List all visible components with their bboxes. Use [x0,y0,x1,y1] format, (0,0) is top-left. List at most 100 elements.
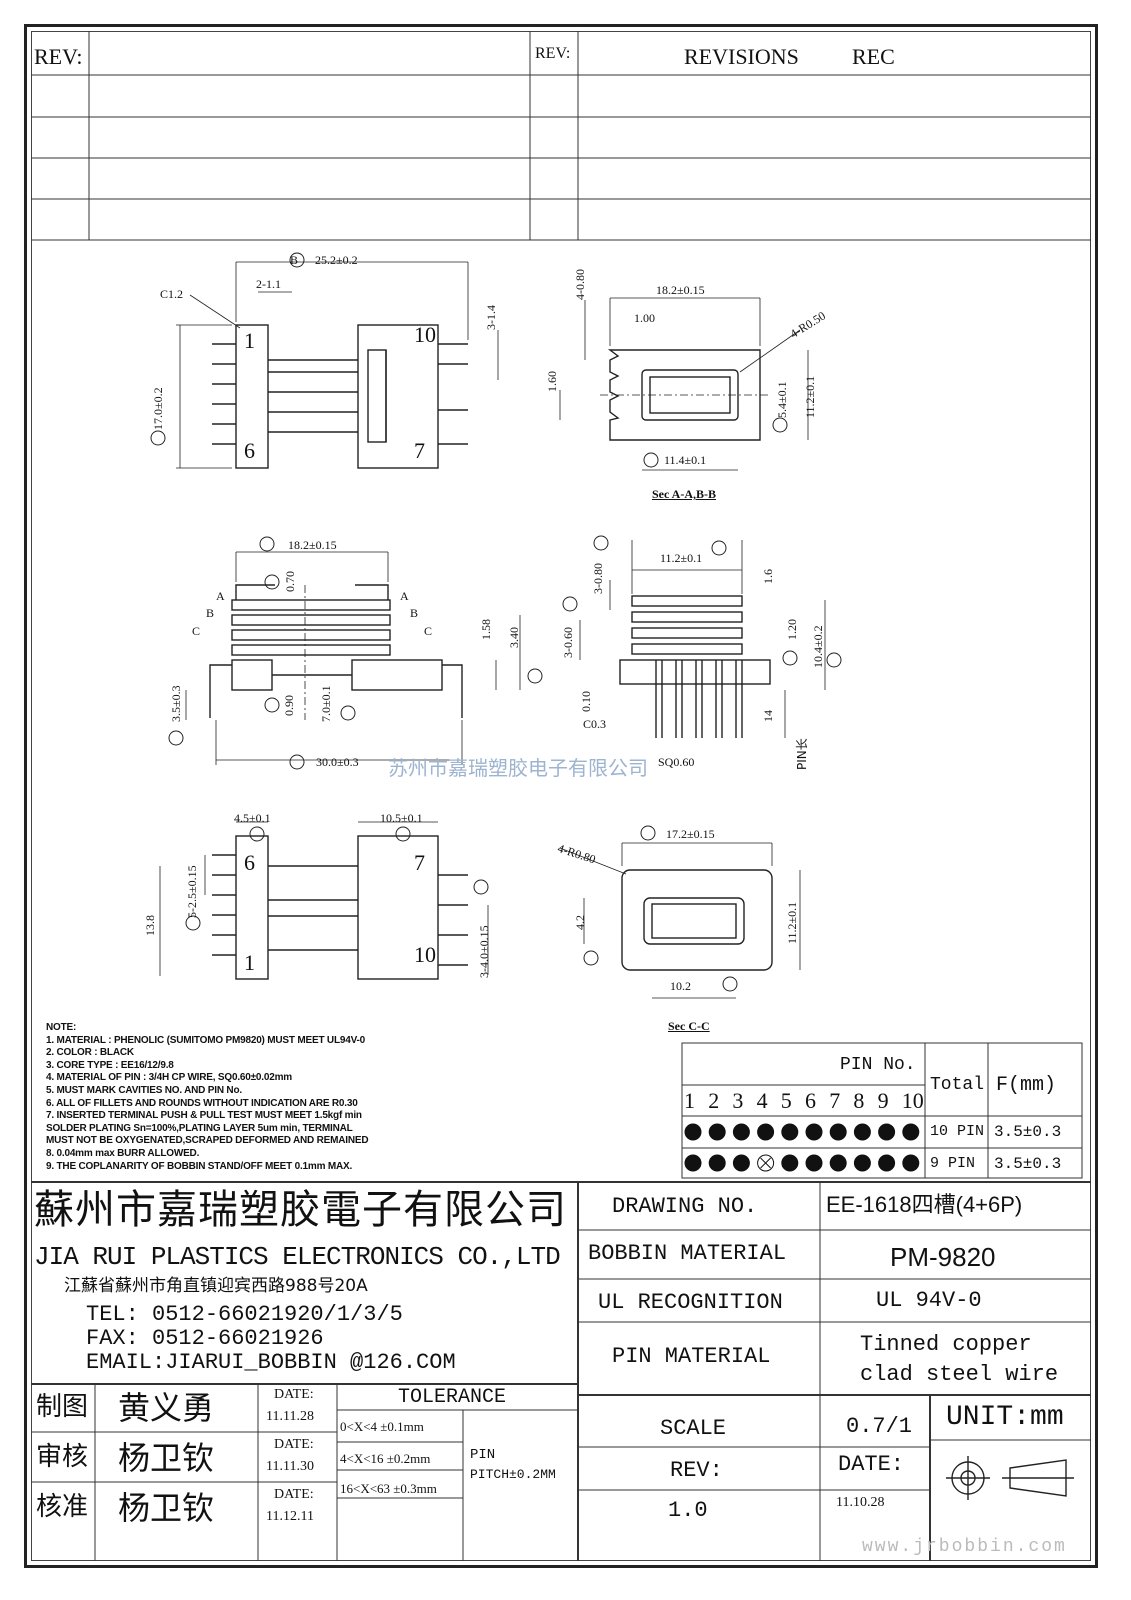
pin-number: 3 [732,1088,744,1113]
note-line: 5. MUST MARK CAVITIES NO. AND PIN No. [46,1084,242,1096]
pin-number: 1 [684,1088,695,1113]
tolerance-label: TOLERANCE [398,1386,507,1409]
pin-number: 6 [805,1088,816,1113]
top-pin-10: 10 [414,322,436,347]
bottom-pin-6: 6 [244,850,255,875]
signoff-date: 11.11.30 [266,1459,314,1474]
side-dim-O: 3-0.80 [591,563,605,594]
sec-c-height: 11.2±0.1 [785,901,799,944]
note-line: 8. 0.04mm max BURR ALLOWED. [46,1147,200,1159]
pin-row-label-10: 10 PIN [930,1123,985,1140]
front-dim-L: 3.5±0.3 [169,685,183,722]
sec-c-dim-T: 17.2±0.15 [666,827,715,841]
sec-c-drawing [559,842,801,999]
pin-present-dot [757,1123,775,1141]
side-dim-S: 10.4±0.2 [811,625,825,668]
note-line: 7. INSERTED TERMINAL PUSH & PULL TEST MU… [46,1110,362,1122]
bottom-dim-138: 13.8 [143,915,157,936]
pin-present-dot [684,1154,702,1172]
pin-present-dot [781,1123,799,1141]
company-fax: FAX: 0512-66021926 [86,1326,324,1351]
pin-table-total: Total [930,1075,985,1095]
front-view-drawing [185,551,521,765]
pin-present-dot [902,1123,920,1141]
pin-number: 2 [708,1088,720,1113]
signoff-date-label: DATE: [274,1487,314,1502]
bottom-pin-1: 1 [244,950,255,975]
bottom-dim-J: 10.5±0.1 [380,811,423,825]
pin-present-dot [878,1154,896,1172]
pin-present-dot [829,1154,847,1172]
unit-label: UNIT:mm [946,1402,1064,1433]
watermark-text: 苏州市嘉瑞塑胶电子有限公司 [388,756,648,780]
dim-A: 17.0±0.2 [151,387,165,430]
company-email: EMAIL:JIARUI_BOBBIN @126.COM [86,1350,456,1375]
pin-pitch-1: PIN [470,1447,496,1463]
bottom-pin-7: 7 [414,850,425,875]
signoff-name: 杨卫钦 [118,1489,215,1527]
sec-ab-width: 18.2±0.15 [656,283,705,297]
front-dim-158: 1.58 [479,619,493,640]
pin-number: 4 [756,1088,768,1113]
dim-B: 25.2±0.2 [315,253,358,267]
rec-label: REC [852,44,895,69]
pin-number: 8 [853,1088,865,1113]
top-view-drawing [176,261,499,469]
side-dim-14: 14 [761,710,775,722]
tolerance-line: 4<X<16 ±0.2mm [340,1451,431,1466]
website-watermark: www.jrbobbin.com [862,1537,1067,1557]
projection-symbol-icon [946,1456,1074,1500]
notes-title: NOTE: [46,1022,77,1033]
pin-present-dot [684,1123,702,1141]
ul-recognition-value: UL 94V-0 [876,1288,982,1313]
note-line: 6. ALL OF FILLETS AND ROUNDS WITHOUT IND… [46,1097,358,1109]
pin-present-dot [708,1154,726,1172]
dim-pitch: 2-1.1 [256,277,281,291]
pin-pitch-2: PITCH±0.2MM [470,1467,556,1482]
signoff-date: 11.11.28 [266,1409,314,1424]
pin-row-f-9: 3.5±0.3 [994,1155,1062,1173]
signoff-role: 制图 [36,1392,89,1422]
rev-label: REV: [670,1458,723,1483]
sec-c-dim-U: 4.2 [573,915,587,930]
side-pin-length: PIN长 [795,738,809,770]
side-dim-c03: C0.3 [583,717,607,731]
sec-ab-160: 1.60 [545,371,559,392]
pin-number: 7 [829,1088,841,1113]
company-name-en: JIA RUI PLASTICS ELECTRONICS CO.,LTD [34,1242,561,1272]
company-tel: TEL: 0512-66021920/1/3/5 [86,1302,403,1327]
pin-absent-cross [760,1157,771,1169]
sec-ab-drawing [559,297,809,471]
date-value: 11.10.28 [836,1495,885,1510]
pin-present-dot [853,1123,871,1141]
date-label: DATE: [838,1452,905,1477]
rev-value: 1.0 [668,1498,708,1523]
scale-value: 0.7/1 [846,1414,913,1439]
tolerance-line: 0<X<4 ±0.1mm [340,1419,424,1434]
pin-absent-icon [757,1154,775,1172]
side-dim-Q: 11.2±0.1 [660,551,703,565]
bottom-pin-10: 10 [414,942,436,967]
pin-number: 10 [901,1088,924,1113]
pin-material-value-2: clad steel wire [860,1362,1059,1387]
pin-material-label: PIN MATERIAL [612,1344,771,1369]
signoff-date-label: DATE: [274,1437,314,1452]
drawing-no-label: DRAWING NO. [612,1194,758,1219]
pin-present-dot [781,1154,799,1172]
signoff-name: 黄义勇 [118,1389,215,1427]
front-sec-B-right: B [410,606,419,620]
drawing-inner-border [31,31,1091,1561]
front-dim-E: 7.0±0.1 [319,685,333,722]
front-dim-E2: 0.90 [282,695,296,716]
revisions-label: REVISIONS [684,44,799,69]
signoff-date-label: DATE: [274,1387,314,1402]
note-line: 1. MATERIAL : PHENOLIC (SUMITOMO PM9820)… [46,1034,365,1046]
pin-material-value-1: Tinned copper [860,1332,1032,1357]
side-dim-120: 1.20 [785,619,799,640]
top-pin-1: 1 [244,328,255,353]
pin-row-label-9: 9 PIN [930,1155,976,1172]
pin-present-dot [902,1154,920,1172]
signoff-name: 杨卫钦 [118,1439,215,1477]
pin-number: 5 [780,1088,792,1113]
